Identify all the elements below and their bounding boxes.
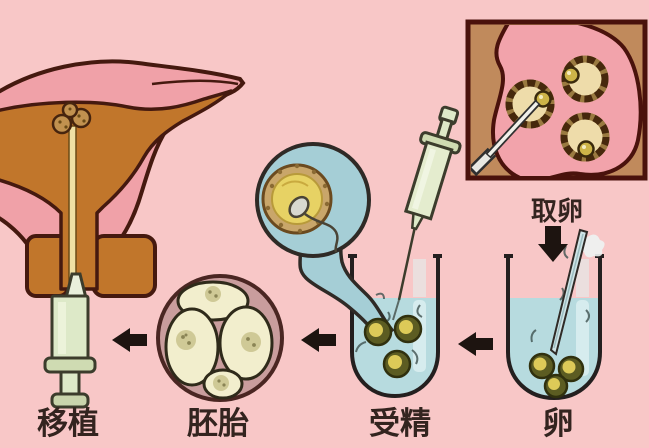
water-splash: [580, 234, 605, 258]
egg-beaker: [504, 228, 605, 401]
arrow-left-icon: [301, 328, 336, 352]
sperm-icon: [288, 195, 339, 253]
embryo-in-uterus: [51, 101, 92, 135]
arrow-down-icon: [538, 226, 568, 262]
label-embryo: 胚胎: [187, 406, 249, 442]
label-egg-retrieval: 取卵: [531, 197, 583, 227]
cell-nuclei: [176, 286, 261, 391]
label-fertilization: 受精: [369, 406, 431, 442]
ovary-inset: [465, 19, 648, 181]
label-transfer: 移植: [37, 406, 99, 442]
transfer-syringe: [43, 272, 97, 409]
pipette: [549, 228, 589, 356]
follicles: [505, 55, 610, 162]
label-egg: 卵: [543, 406, 574, 442]
fertilization-syringe: [392, 105, 462, 321]
transfer-catheter: [68, 125, 77, 283]
arrow-left-icon: [458, 332, 493, 356]
aspiration-needle: [471, 99, 541, 176]
arrow-left-icon: [112, 328, 147, 352]
eggs-in-egg-beaker: [528, 352, 585, 399]
eggs-in-fertilization-beaker: [363, 314, 423, 379]
magnifier-bubble: [255, 142, 395, 341]
uterus-illustration: [0, 59, 246, 298]
embryo-illustration: [156, 274, 284, 402]
